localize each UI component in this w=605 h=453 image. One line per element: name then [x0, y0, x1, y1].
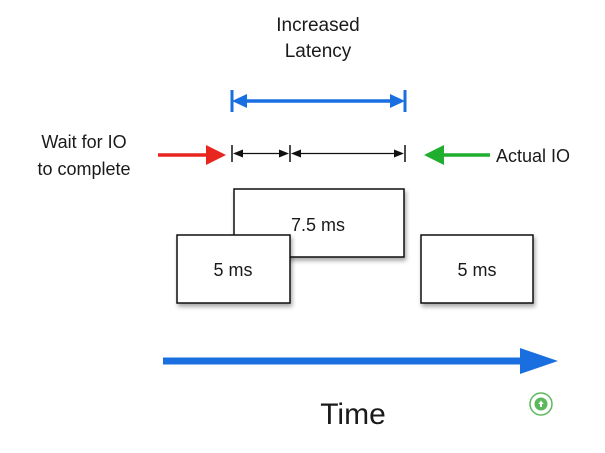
io-block-right-label: 5 ms [457, 260, 496, 280]
time-arrow [163, 348, 558, 374]
wait-arrow [158, 145, 226, 165]
io-block-left: 5 ms [176, 234, 291, 304]
io-block-left-label: 5 ms [213, 260, 252, 280]
io-block-middle: 7.5 ms [233, 188, 405, 258]
actual-io-arrow [424, 145, 490, 165]
actual-io-label: Actual IO [496, 146, 570, 166]
time-label: Time [320, 398, 386, 431]
increased-latency-label-line1: Increased [276, 15, 359, 36]
io-block-right: 5 ms [420, 234, 534, 304]
cloud-upload-icon [529, 392, 553, 416]
latency-span-arrow [230, 90, 407, 112]
increased-latency-label-line2: Latency [285, 41, 352, 62]
wait-for-io-label-line2: to complete [37, 159, 130, 179]
io-block-middle-label: 7.5 ms [291, 215, 345, 235]
dimension-arrows [231, 145, 406, 162]
wait-for-io-label-line1: Wait for IO [41, 132, 126, 152]
